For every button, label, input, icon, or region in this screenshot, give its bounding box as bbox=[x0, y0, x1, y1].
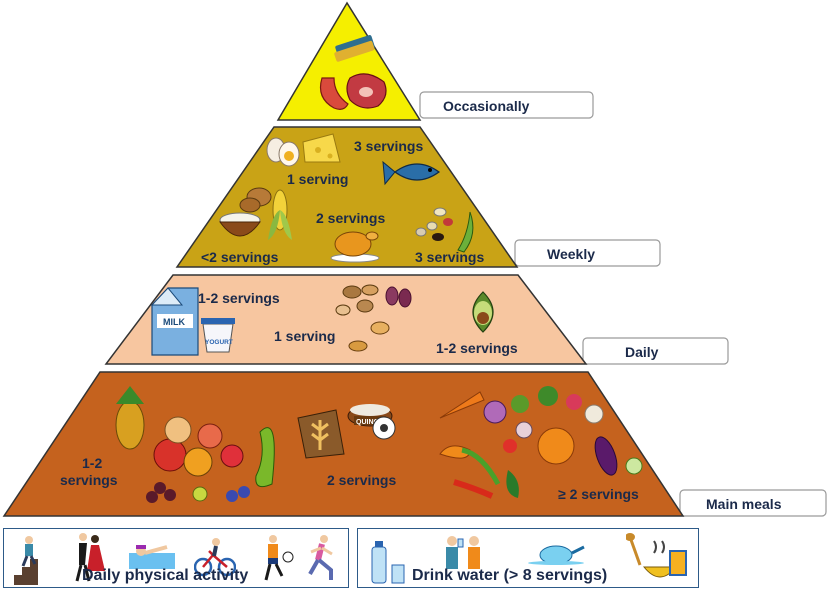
quinoa-text: QUINOA bbox=[356, 419, 384, 426]
physical-activity-box: Daily physical activity bbox=[3, 528, 349, 588]
main-serving-fruit-line2: servings bbox=[60, 472, 118, 488]
weekly-serving-legumes: 3 servings bbox=[415, 249, 484, 265]
swimming-icon bbox=[129, 545, 175, 569]
people-drinking-icon bbox=[446, 536, 480, 569]
yogurt-text: YOGURT bbox=[205, 339, 233, 346]
chicken-icon bbox=[330, 231, 380, 263]
corn-icon bbox=[268, 189, 292, 240]
drink-water-title: Drink water (> 8 servings) bbox=[412, 567, 608, 584]
main-serving-vegetables: ≥ 2 servings bbox=[558, 486, 639, 502]
milk-carton-text: MILK bbox=[163, 317, 185, 327]
legumes-icon bbox=[415, 207, 474, 253]
teapot-icon bbox=[528, 545, 585, 565]
vegetables-icon bbox=[439, 386, 643, 499]
physical-activity-title: Daily physical activity bbox=[82, 567, 249, 584]
fruit-basket-icon bbox=[115, 386, 275, 503]
running-icon bbox=[308, 535, 333, 580]
main-serving-fruit-line1: 1-2 bbox=[82, 455, 102, 471]
cycling-icon bbox=[194, 538, 236, 577]
drink-water-box: Drink water (> 8 servings) bbox=[357, 528, 699, 588]
tier-label-daily: Daily bbox=[625, 344, 659, 360]
weekly-serving-potatoes-grains: <2 servings bbox=[201, 249, 279, 265]
yogurt-icon: YOGURT bbox=[201, 318, 235, 353]
label-box-main-meals bbox=[679, 489, 827, 517]
label-box-occasionally bbox=[419, 91, 594, 119]
tier-weekly bbox=[175, 126, 519, 268]
daily-serving-nuts: 1 serving bbox=[274, 328, 335, 344]
fish-icon bbox=[382, 160, 441, 186]
weekly-serving-fish: 3 servings bbox=[354, 138, 423, 154]
daily-serving-olive-avocado: 1-2 servings bbox=[436, 340, 518, 356]
cheese-icon bbox=[302, 133, 341, 163]
water-bottle-icon bbox=[371, 541, 405, 584]
label-box-weekly bbox=[514, 239, 661, 267]
weekly-serving-eggs-cheese: 1 serving bbox=[287, 171, 348, 187]
soup-bowl-icon bbox=[626, 533, 687, 578]
weekly-serving-poultry: 2 servings bbox=[316, 210, 385, 226]
grains-icon: QUINOA bbox=[297, 404, 396, 459]
nuts-icon bbox=[335, 284, 412, 352]
dancing-couple-icon bbox=[75, 533, 105, 582]
avocado-icon bbox=[472, 291, 494, 333]
stairs-climbing-icon bbox=[14, 536, 38, 585]
tier-label-occasionally: Occasionally bbox=[443, 98, 530, 114]
daily-serving-dairy: 1-2 servings bbox=[198, 290, 280, 306]
soccer-player-icon bbox=[264, 535, 294, 581]
tier-label-main-meals: Main meals bbox=[706, 496, 782, 512]
main-serving-grains: 2 servings bbox=[327, 472, 396, 488]
milk-carton-icon: MILK bbox=[150, 287, 199, 356]
potato-icon bbox=[239, 187, 272, 213]
label-box-daily bbox=[582, 337, 729, 365]
rice-bowl-icon bbox=[219, 212, 261, 237]
processed-meat-icon bbox=[319, 34, 387, 110]
tier-label-weekly: Weekly bbox=[547, 246, 595, 262]
egg-icon bbox=[266, 137, 300, 167]
tier-occasionally bbox=[276, 1, 422, 121]
